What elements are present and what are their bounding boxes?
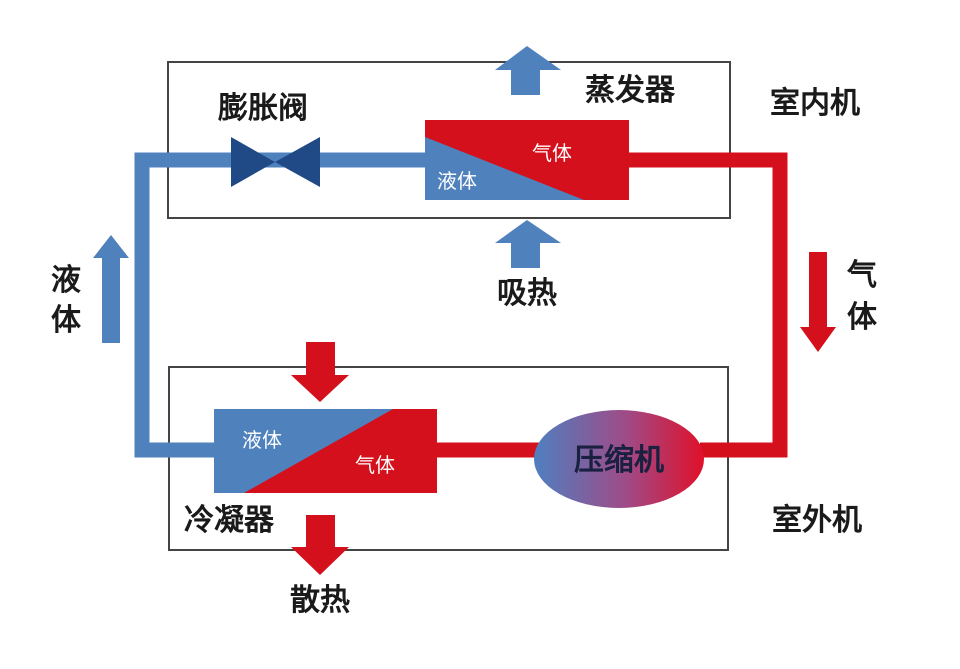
evaporator-liquid-label: 液体 <box>437 169 477 193</box>
evaporator: 气体 液体 <box>425 120 629 200</box>
condenser-gas-label: 气体 <box>355 453 395 477</box>
heat-in-outdoor-arrow-icon <box>291 342 349 402</box>
liquid-pipe <box>134 152 425 458</box>
gas-flow-label-1: 气 <box>847 258 877 293</box>
compressor-label: 压缩机 <box>574 443 664 478</box>
condenser: 液体 气体 <box>214 409 437 493</box>
gas-flow-down-arrow-icon <box>800 252 836 352</box>
outdoor-unit-box <box>168 366 729 551</box>
liquid-flow-label-2: 体 <box>51 303 82 338</box>
expansion-valve-label: 膨胀阀 <box>218 91 308 126</box>
evaporator-gas-label: 气体 <box>532 141 572 165</box>
expansion-valve-icon <box>231 137 320 187</box>
release-heat-arrow-icon <box>291 515 349 575</box>
condenser-liquid-label: 液体 <box>242 428 282 452</box>
compressor: 压缩机 <box>534 410 704 508</box>
liquid-flow-label-1: 液 <box>51 263 81 298</box>
indoor-unit-label: 室内机 <box>770 86 860 121</box>
gas-pipe <box>629 152 788 458</box>
condenser-label: 冷凝器 <box>184 503 275 538</box>
liquid-flow-up-arrow-icon <box>93 235 129 343</box>
gas-flow-label-2: 体 <box>847 300 878 335</box>
indoor-unit-box <box>167 61 731 219</box>
absorb-heat-label: 吸热 <box>497 276 557 311</box>
heat-out-indoor-arrow-icon <box>495 46 561 95</box>
release-heat-label: 散热 <box>290 583 350 618</box>
outdoor-unit-label: 室外机 <box>772 503 862 538</box>
evaporator-label: 蒸发器 <box>585 73 676 108</box>
absorb-heat-arrow-icon <box>495 220 561 268</box>
